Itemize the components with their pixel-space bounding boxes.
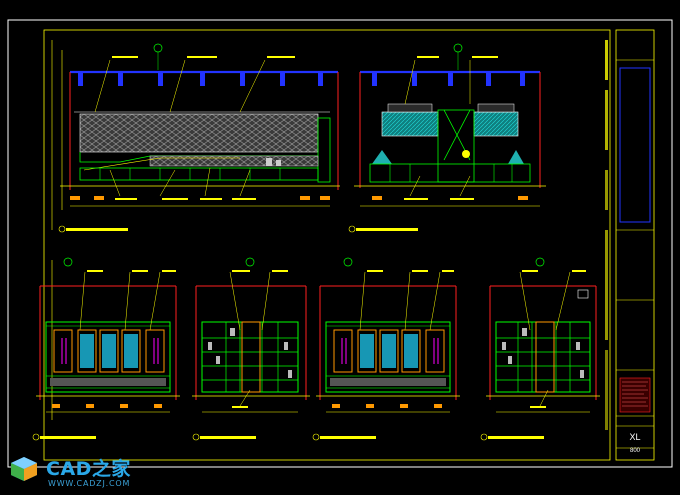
elevation-a — [58, 43, 340, 233]
elevation-d — [192, 257, 310, 441]
watermark-brand: CAD之家 — [46, 458, 131, 480]
cube-logo-icon — [11, 457, 37, 481]
cadzj-watermark: CAD之家 WWW.CADZJ.COM — [6, 452, 156, 492]
watermark-url: WWW.CADZJ.COM — [48, 479, 131, 488]
title-block-code-2: 800 — [630, 448, 641, 454]
left-margin-marks — [51, 40, 63, 420]
elevation-c — [32, 257, 180, 441]
sheet-frame — [7, 19, 673, 468]
title-block: XL 800 — [605, 29, 655, 461]
title-block-code-1: XL — [629, 432, 640, 442]
elevation-e — [312, 257, 460, 441]
drawing-border — [43, 29, 611, 461]
elevation-b — [348, 43, 546, 233]
elevation-f — [480, 257, 600, 441]
